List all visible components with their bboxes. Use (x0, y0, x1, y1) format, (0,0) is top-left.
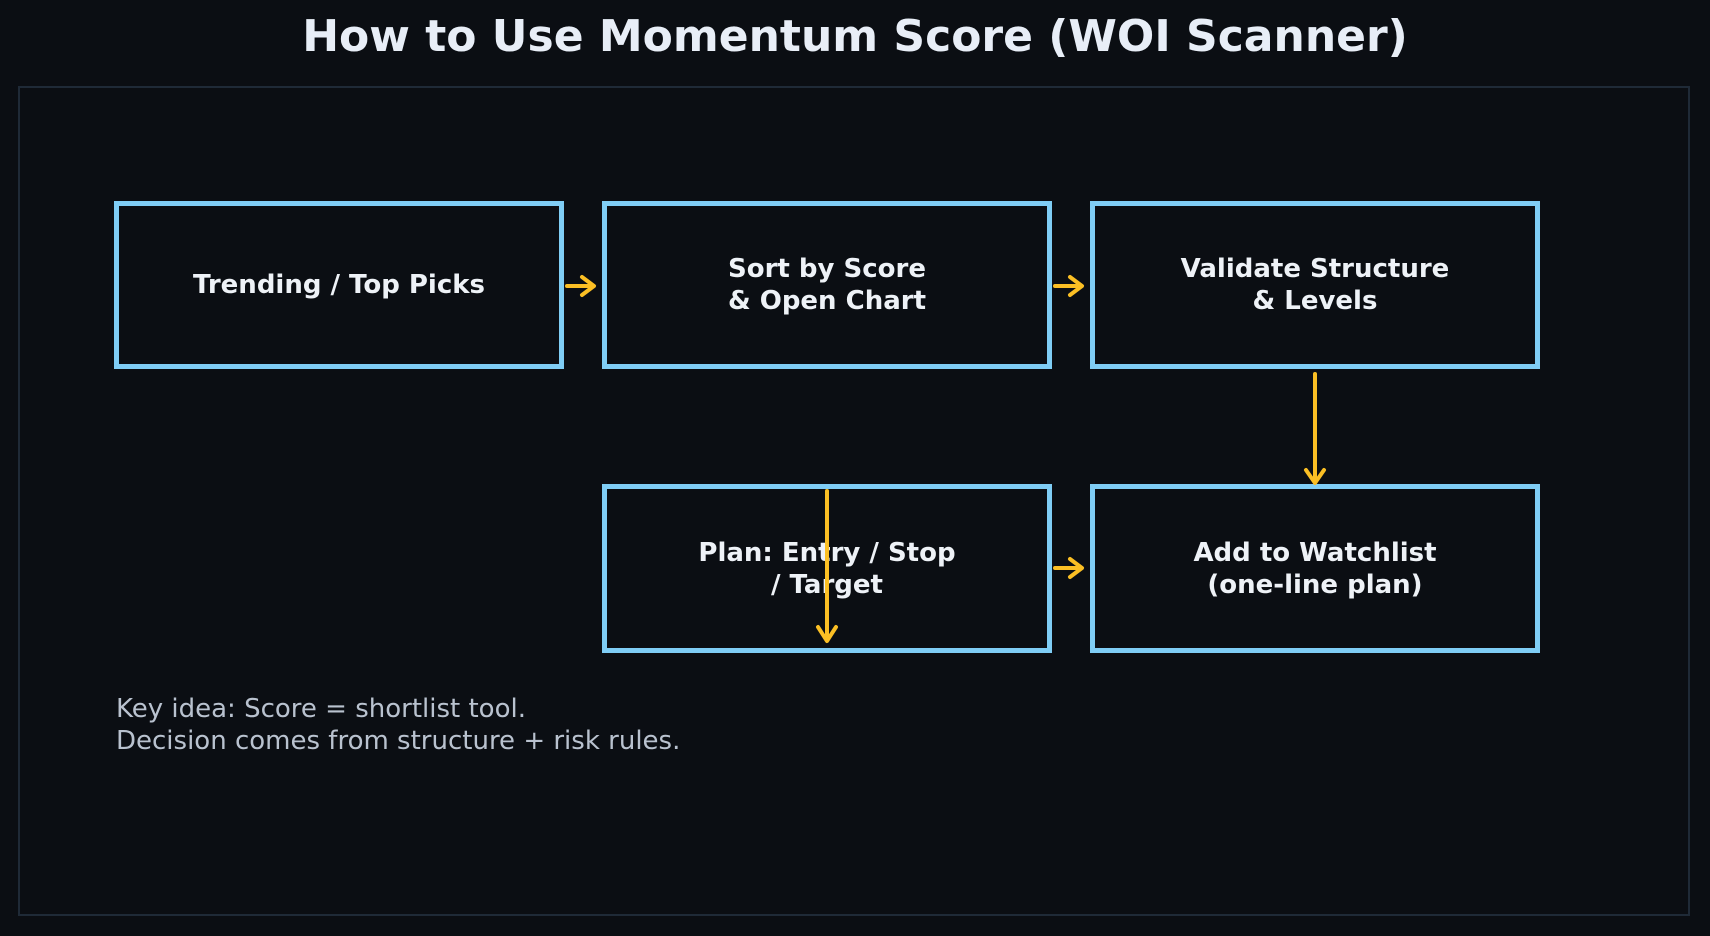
note-line: Key idea: Score = shortlist tool. (116, 694, 526, 724)
step-label: Plan: Entry / Stop / Target (698, 537, 956, 600)
step-box-add-to-watchlist: Add to Watchlist (one-line plan) (1090, 484, 1540, 653)
key-idea-note: Key idea: Score = shortlist tool. Decisi… (116, 693, 680, 757)
step-box-sort-by-score: Sort by Score & Open Chart (602, 201, 1052, 369)
step-box-plan-entry-stop-target: Plan: Entry / Stop / Target (602, 484, 1052, 653)
step-box-trending-top-picks: Trending / Top Picks (114, 201, 564, 369)
step-label: Add to Watchlist (one-line plan) (1193, 537, 1437, 600)
step-label: Trending / Top Picks (192, 270, 486, 300)
note-line: Decision comes from structure + risk rul… (116, 726, 681, 756)
diagram-title: How to Use Momentum Score (WOI Scanner) (302, 11, 1408, 62)
step-label: Validate Structure & Levels (1180, 254, 1450, 316)
step-box-validate-structure: Validate Structure & Levels (1090, 201, 1540, 369)
step-label: Sort by Score & Open Chart (727, 254, 927, 316)
